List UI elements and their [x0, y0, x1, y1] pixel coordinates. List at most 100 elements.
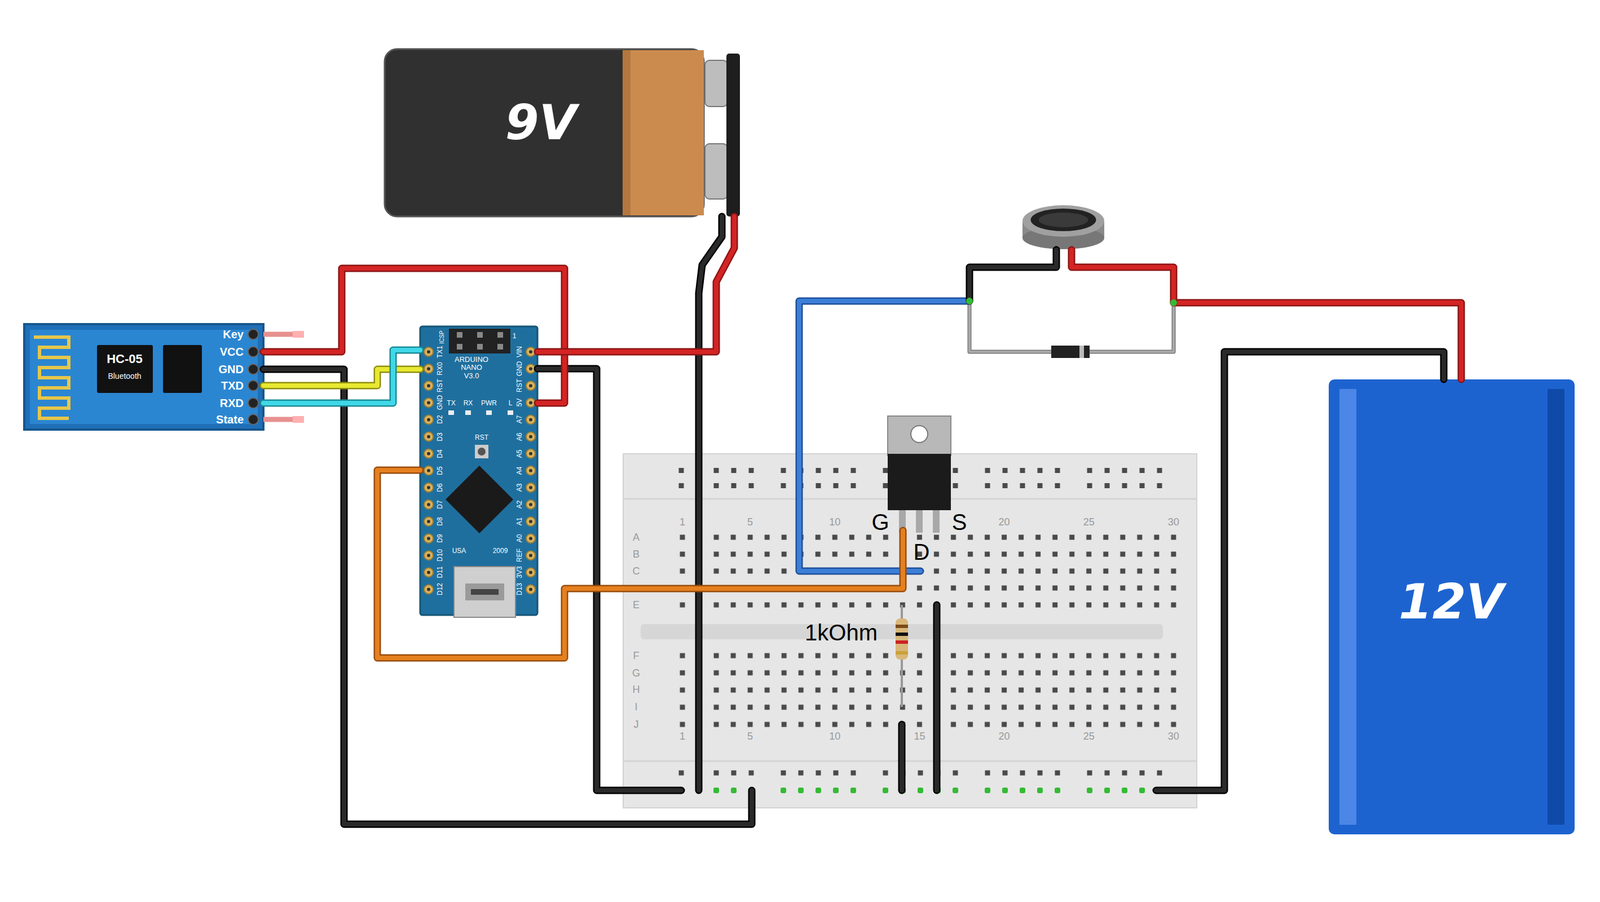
- pin-label: D10: [436, 549, 444, 562]
- battery-12v: [1328, 379, 1575, 835]
- resistor-symbol: 1kOhm: [893, 617, 910, 661]
- bluetooth-module: [24, 324, 304, 430]
- battery-9v: [384, 49, 740, 217]
- row-letter: C: [632, 566, 641, 577]
- column-number: 20: [998, 517, 1011, 528]
- bluetooth-module: HC-05Bluetooth: [24, 324, 264, 430]
- column-number: 5: [747, 731, 753, 742]
- pin-label: A1: [516, 517, 523, 527]
- pin-label: D12: [436, 583, 444, 596]
- board-marking: RST: [474, 434, 489, 442]
- pin-label: Key: [222, 328, 244, 341]
- column-number: 5: [747, 517, 753, 528]
- node-text: HC-05: [106, 353, 143, 366]
- battery-12v: 12V: [1328, 379, 1575, 835]
- wire-core: [263, 268, 565, 404]
- battery-9v: 9V: [384, 49, 740, 217]
- pin-label: A6: [516, 432, 523, 442]
- board-marking: PWR: [481, 399, 497, 407]
- column-number: 15: [913, 731, 925, 742]
- wires: [263, 216, 1462, 825]
- pin-label: GND: [218, 363, 244, 376]
- column-number: 10: [829, 517, 841, 528]
- pin-label: D6: [436, 483, 444, 492]
- pin-label: RX0: [436, 362, 444, 376]
- pin-label: A2: [516, 500, 523, 510]
- node-text: S: [951, 510, 968, 534]
- column-number: 1: [679, 731, 686, 742]
- pin-label: RST: [436, 378, 444, 393]
- row-letter: G: [632, 668, 641, 679]
- wire-core: [377, 470, 903, 659]
- pin-label: A4: [516, 466, 523, 475]
- board-marking: L: [508, 399, 513, 407]
- resistor-symbol: [895, 605, 909, 708]
- pin-label: State: [216, 413, 244, 426]
- mosfet-symbol: [887, 416, 951, 533]
- column-number: 30: [1167, 731, 1180, 742]
- board-marking: USA: [452, 547, 467, 555]
- column-number: 25: [1083, 731, 1095, 742]
- pin-label: VCC: [219, 346, 244, 358]
- wire-outline: [263, 268, 565, 404]
- row-letter: A: [632, 532, 640, 543]
- board-marking: RX: [463, 399, 474, 407]
- node-text: G: [871, 510, 889, 534]
- board-marking: TX: [446, 399, 456, 407]
- row-letter: H: [632, 684, 641, 695]
- column-number: 20: [998, 731, 1011, 742]
- pin-label: A5: [516, 449, 523, 458]
- pin-label: D9: [436, 534, 444, 543]
- arduino-board: ARDUINO NANO V3.0: [420, 326, 538, 616]
- wire: [263, 350, 421, 404]
- wire-outline: [263, 350, 421, 404]
- mosfet-symbol: GDS: [868, 416, 971, 531]
- column-number: 10: [829, 731, 841, 742]
- node-text: 9V: [505, 98, 577, 147]
- wire-core: [537, 216, 735, 352]
- arduino-board: [420, 326, 538, 618]
- pin-label: A3: [516, 483, 523, 492]
- column-number: 30: [1167, 517, 1180, 528]
- pin-label: GND: [516, 361, 523, 377]
- column-number: 25: [1083, 517, 1095, 528]
- pin-label: D3: [436, 432, 444, 442]
- pin-label: GND: [436, 395, 444, 411]
- row-letter: J: [633, 719, 639, 730]
- pin-label: 5V: [516, 398, 523, 408]
- node-text: ARDUINO NANO V3.0: [453, 355, 490, 381]
- row-letter: E: [632, 600, 640, 611]
- pin-label: D5: [436, 466, 444, 475]
- column-number: 1: [679, 517, 686, 528]
- pin-label: D2: [436, 415, 444, 425]
- wire: [537, 216, 735, 352]
- pin-label: D8: [436, 517, 444, 526]
- pin-label: RXD: [219, 397, 244, 409]
- pin-label: D13: [516, 583, 523, 596]
- wire: [377, 470, 903, 659]
- node-text: Bluetooth: [107, 372, 141, 381]
- row-letter: I: [634, 702, 638, 713]
- row-letter: F: [633, 650, 640, 661]
- pin-label: VIN: [516, 346, 523, 358]
- pin-label: A7: [516, 415, 523, 425]
- board-marking: ICSP: [439, 330, 445, 344]
- pin-label: RST: [516, 378, 523, 393]
- pin-label: TX1: [436, 345, 444, 359]
- node-text: 1kOhm: [804, 621, 878, 645]
- breadboard: [623, 454, 1197, 809]
- pin-label: 3V3: [516, 566, 523, 579]
- pin-label: REF: [516, 548, 523, 563]
- pin-label: D4: [436, 449, 444, 458]
- board-marking: 2009: [492, 547, 509, 555]
- node-text: D: [913, 540, 930, 564]
- pin-label: TXD: [221, 380, 244, 392]
- board-marking: 1: [512, 332, 517, 340]
- pin-label: A0: [516, 534, 523, 544]
- pin-label: D7: [436, 500, 444, 509]
- wire-outline: [537, 216, 735, 352]
